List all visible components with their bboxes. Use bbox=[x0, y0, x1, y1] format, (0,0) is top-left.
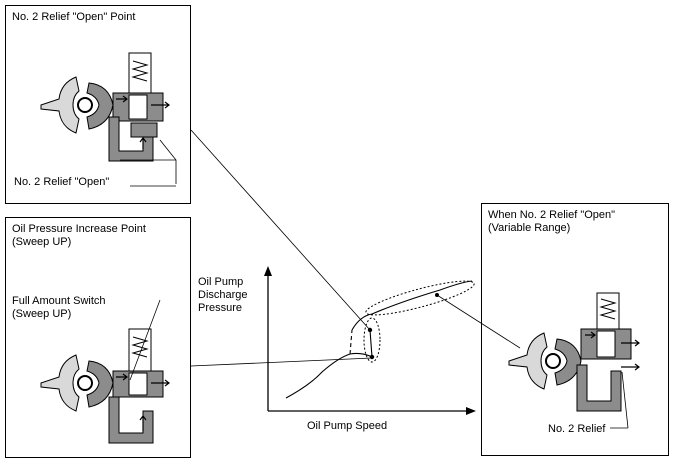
connector-top-left bbox=[190, 129, 371, 331]
variable-range-loop bbox=[365, 280, 475, 316]
rotor-center-icon bbox=[77, 375, 93, 391]
panel-title-relief-open-point: No. 2 Relief "Open" Point bbox=[12, 11, 136, 23]
connector-bottom-left bbox=[190, 357, 373, 367]
callout-no2-relief: No. 2 Relief bbox=[548, 423, 606, 435]
rotor-housing bbox=[86, 82, 114, 130]
pressure-curve-low bbox=[285, 352, 373, 399]
pump-diagram-relief-open bbox=[40, 52, 170, 162]
valve-spring bbox=[131, 60, 149, 82]
rotor-center-icon bbox=[545, 353, 561, 369]
x-axis-arrow bbox=[466, 407, 476, 415]
y-axis-label: Oil Pump Discharge Pressure bbox=[198, 276, 248, 314]
pressure-curve-high bbox=[351, 280, 473, 331]
switch-range-loop bbox=[363, 317, 381, 363]
pressure-curve-jump bbox=[349, 329, 353, 355]
pump-diagram-variable-range bbox=[508, 292, 640, 412]
callout-relief-open: No. 2 Relief "Open" bbox=[14, 176, 110, 188]
panel-relief-open-point: No. 2 Relief "Open" Point No. 2 Relief "… bbox=[5, 5, 191, 204]
y-axis-arrow bbox=[264, 266, 272, 276]
x-axis-label: Oil Pump Speed bbox=[307, 420, 388, 432]
rotor-center-icon bbox=[77, 97, 93, 113]
pump-diagram-sweep-up bbox=[40, 328, 170, 444]
panel-title-oil-pressure-increase: Oil Pressure Increase Point (Sweep UP) bbox=[12, 223, 146, 248]
panel-variable-range: When No. 2 Relief "Open" (Variable Range… bbox=[481, 203, 669, 456]
panel-title-variable-range: When No. 2 Relief "Open" (Variable Range… bbox=[488, 209, 616, 234]
connector-right bbox=[436, 294, 521, 349]
rotor-left-lobe bbox=[40, 76, 80, 134]
callout-full-amount-switch: Full Amount Switch (Sweep UP) bbox=[12, 295, 106, 320]
panel-oil-pressure-increase: Oil Pressure Increase Point (Sweep UP) F… bbox=[5, 217, 191, 458]
pressure-curve-vertical bbox=[369, 329, 373, 358]
